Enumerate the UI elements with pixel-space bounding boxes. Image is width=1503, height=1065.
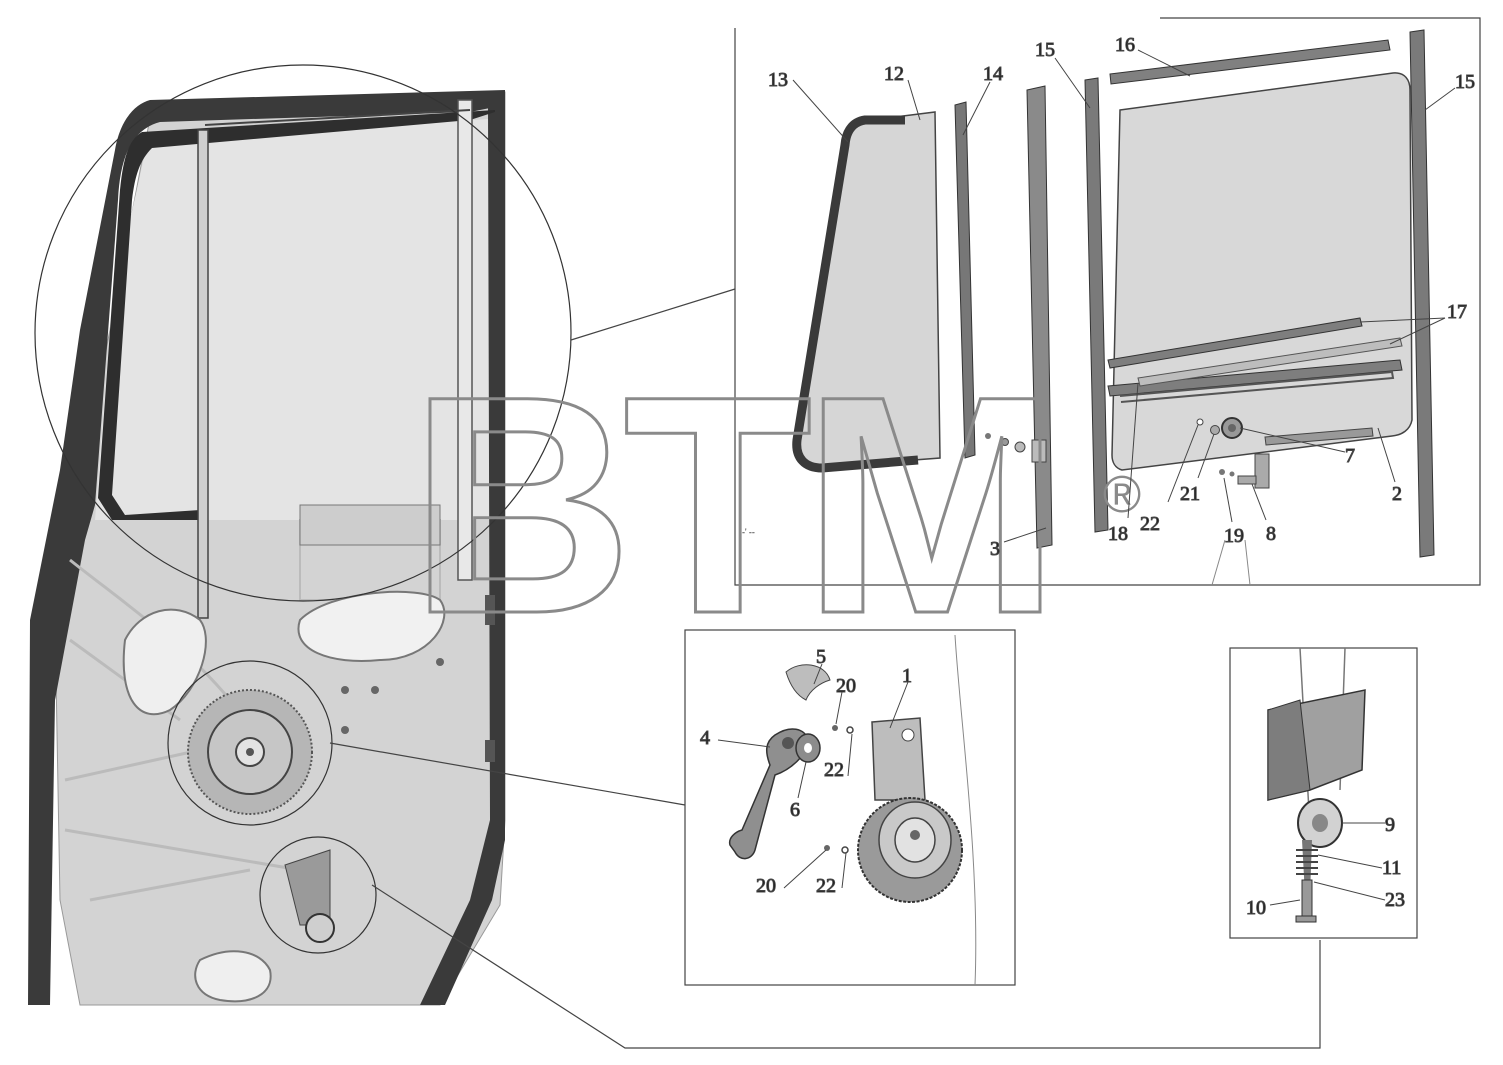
svg-text:20: 20 (836, 675, 856, 697)
svg-text:20: 20 (756, 875, 776, 897)
btm-watermark: BTM ® (408, 330, 1141, 680)
callout-17[interactable]: 17 (1359, 301, 1468, 345)
callout-22-bottom[interactable]: 22 (816, 852, 847, 898)
svg-text:22: 22 (1140, 513, 1160, 535)
svg-text:9: 9 (1385, 814, 1395, 836)
watermark-text: BTM (409, 331, 1050, 678)
callout-1[interactable]: 1 (889, 665, 913, 729)
callout-22-mid[interactable]: 22 (824, 733, 853, 782)
svg-text:19: 19 (1224, 525, 1244, 547)
callout-9[interactable]: 9 (1342, 814, 1396, 837)
svg-text:12: 12 (884, 63, 904, 85)
callout-21[interactable]: 21 (1180, 433, 1215, 506)
glass-detail-frame: -' -- (734, 17, 1481, 586)
svg-text:2: 2 (1392, 483, 1402, 505)
callout-18[interactable]: 18 (1108, 382, 1139, 546)
svg-text:15: 15 (1455, 71, 1475, 93)
registered-mark: ® (1103, 466, 1141, 524)
svg-text:8: 8 (1266, 523, 1276, 545)
callout-23[interactable]: 23 (1313, 881, 1406, 912)
callout-11[interactable]: 11 (1317, 854, 1402, 880)
pulley-detail-frame (1229, 647, 1418, 939)
svg-text:11: 11 (1382, 857, 1401, 879)
callout-12[interactable]: 12 (884, 63, 921, 121)
callout-15-left[interactable]: 15 (1035, 39, 1091, 109)
svg-text:7: 7 (1345, 445, 1355, 467)
svg-text:6: 6 (790, 799, 800, 821)
svg-text:16: 16 (1115, 34, 1135, 56)
callout-19[interactable]: 19 (1224, 477, 1245, 548)
callout-22-top[interactable]: 22 (1140, 424, 1199, 536)
svg-text:10: 10 (1246, 897, 1266, 919)
callout-5[interactable]: 5 (813, 646, 827, 685)
svg-text:4: 4 (700, 727, 710, 749)
svg-text:22: 22 (824, 759, 844, 781)
svg-text:1: 1 (902, 665, 912, 687)
connector-lines (329, 288, 1321, 1049)
svg-text:23: 23 (1385, 889, 1405, 911)
svg-text:18: 18 (1108, 523, 1128, 545)
callout-20-top[interactable]: 20 (836, 675, 857, 725)
svg-text:15: 15 (1035, 39, 1055, 61)
svg-text:22: 22 (816, 875, 836, 897)
callout-16[interactable]: 16 (1115, 34, 1191, 77)
svg-text:14: 14 (983, 63, 1003, 85)
svg-text:5: 5 (816, 646, 826, 668)
callout-8[interactable]: 8 (1251, 483, 1277, 546)
callout-2[interactable]: 2 (1377, 427, 1403, 506)
door-assembly (28, 64, 572, 1006)
callout-6[interactable]: 6 (790, 761, 807, 822)
svg-text:13: 13 (768, 69, 788, 91)
callout-4[interactable]: 4 (700, 727, 771, 750)
svg-text:21: 21 (1180, 483, 1200, 505)
callout-15-right[interactable]: 15 (1424, 71, 1476, 111)
callout-10[interactable]: 10 (1246, 897, 1301, 920)
callout-3[interactable]: 3 (990, 527, 1047, 561)
callouts: 13 12 14 15 16 15 17 7 2 8 19 21 22 18 3… (700, 34, 1476, 920)
callout-13[interactable]: 13 (768, 69, 849, 143)
callout-14[interactable]: 14 (962, 63, 1004, 136)
callout-20-bottom[interactable]: 20 (756, 849, 827, 898)
callout-7[interactable]: 7 (1239, 427, 1356, 468)
svg-text:-' --: -' -- (742, 527, 755, 537)
svg-text:17: 17 (1447, 301, 1467, 323)
svg-text:3: 3 (990, 538, 1000, 560)
regulator-detail-frame (684, 629, 1016, 986)
